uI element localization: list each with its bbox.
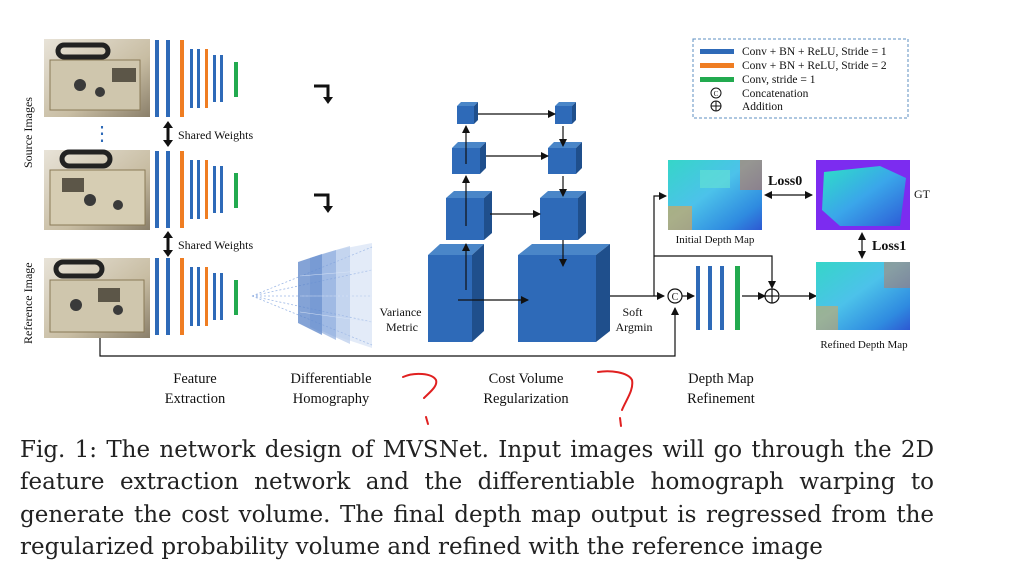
- refinement-flow: [99, 192, 817, 357]
- svg-text:Refined Depth Map: Refined Depth Map: [820, 339, 908, 351]
- loss1-arrow: Loss1: [858, 232, 906, 259]
- warp-arrow-2: [314, 193, 333, 213]
- addition-node: [764, 288, 780, 304]
- source-image-2: [44, 149, 150, 230]
- loss0-arrow: Loss0: [764, 174, 813, 199]
- variance-metric-label: Variance Metric: [380, 305, 425, 334]
- svg-text:Initial Depth Map: Initial Depth Map: [676, 234, 755, 246]
- gt-depth-map: GT: [816, 160, 931, 230]
- feature-net-reference: [155, 258, 238, 335]
- mvsnet-figure: Source Images Reference Image ⋮: [21, 38, 931, 427]
- refined-depth-map: Refined Depth Map: [816, 262, 910, 351]
- warp-arrow-1: [314, 84, 333, 104]
- concat-node: C: [667, 288, 683, 304]
- shared-weights-2: Shared Weights: [163, 231, 253, 257]
- svg-text:Shared Weights: Shared Weights: [178, 128, 253, 142]
- svg-text:Addition: Addition: [742, 101, 783, 113]
- figure-caption: Fig. 1: The network design of MVSNet. In…: [20, 434, 934, 564]
- feature-net-source-2: [155, 151, 238, 228]
- svg-text:Shared Weights: Shared Weights: [178, 238, 253, 252]
- svg-text:Conv + BN + ReLU, Stride = 2: Conv + BN + ReLU, Stride = 2: [742, 60, 887, 72]
- caption-prefix: Fig. 1:: [20, 437, 98, 463]
- red-annotation-marks: [402, 370, 634, 427]
- homography-frustum: [251, 243, 373, 348]
- svg-text:Loss1: Loss1: [872, 239, 906, 254]
- svg-text:Concatenation: Concatenation: [742, 88, 809, 100]
- reference-image: [44, 258, 150, 338]
- legend: Conv + BN + ReLU, Stride = 1 Conv + BN +…: [692, 38, 909, 119]
- shared-weights-1: Shared Weights: [163, 121, 253, 147]
- svg-text:Conv, stride = 1: Conv, stride = 1: [742, 74, 816, 86]
- source-images-label: Source Images: [21, 97, 35, 168]
- ellipsis-dots: ⋮: [92, 123, 112, 145]
- svg-text:C: C: [672, 292, 679, 303]
- caption-text: The network design of MVSNet. Input imag…: [20, 437, 935, 561]
- cost-volume-unet: [428, 102, 610, 342]
- svg-text:GT: GT: [914, 187, 931, 201]
- initial-depth-map: Initial Depth Map: [668, 160, 762, 246]
- svg-text:Loss0: Loss0: [768, 174, 802, 189]
- refinement-net: [696, 266, 740, 330]
- svg-text:C: C: [714, 90, 719, 98]
- reference-image-label: Reference Image: [21, 262, 35, 344]
- soft-argmin-label: Soft Argmin: [615, 305, 652, 334]
- source-image-1: [44, 39, 150, 117]
- feature-net-source-1: [155, 40, 238, 117]
- svg-text:Conv + BN + ReLU, Stride = 1: Conv + BN + ReLU, Stride = 1: [742, 46, 887, 58]
